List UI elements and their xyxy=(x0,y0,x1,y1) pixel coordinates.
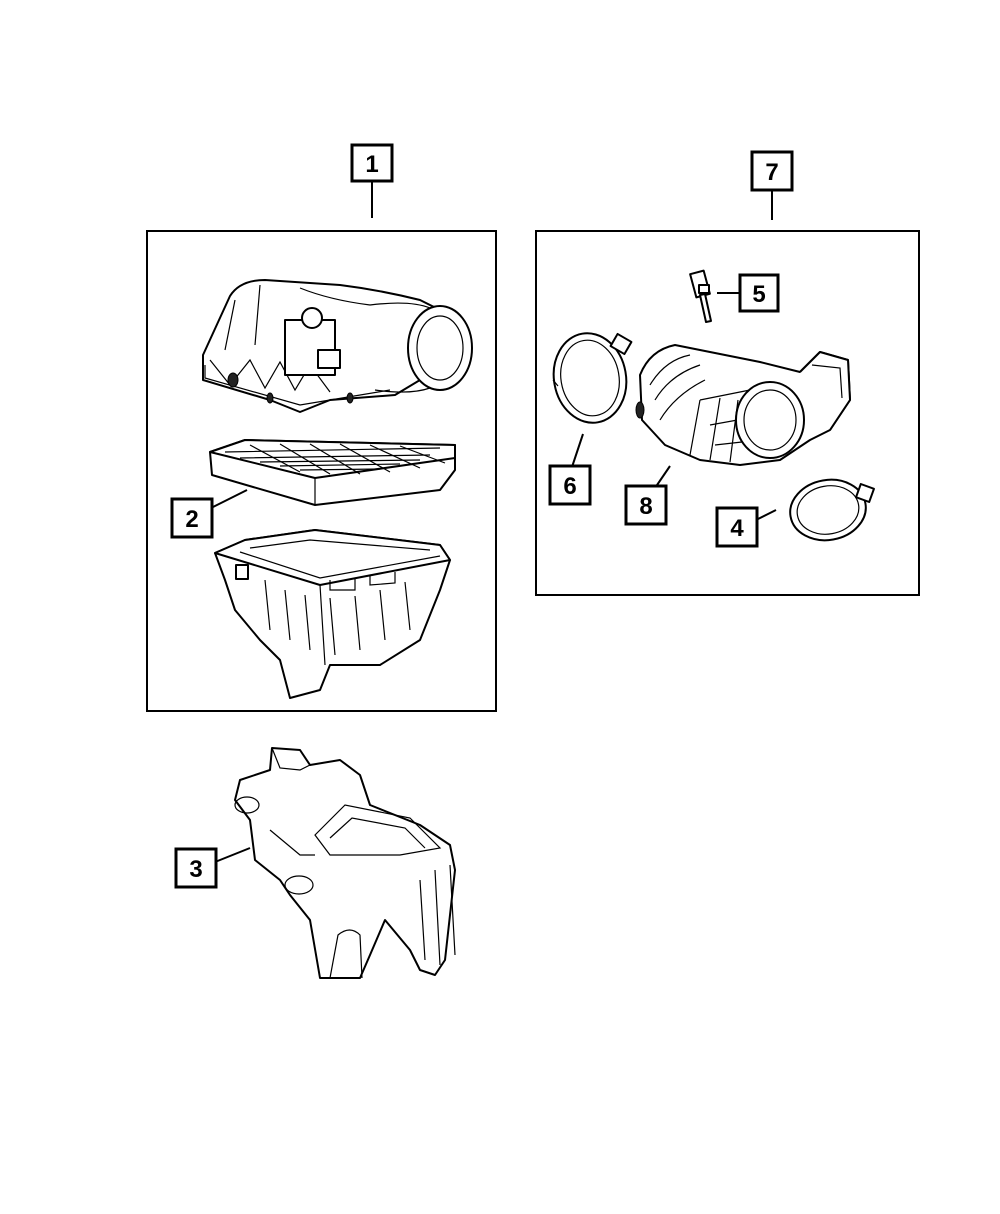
assembly-7-frame xyxy=(535,230,920,596)
callout-4: 4 xyxy=(715,506,759,548)
leader-line-6 xyxy=(571,433,584,468)
callout-8-label: 8 xyxy=(639,493,652,520)
leader-line-8 xyxy=(654,465,671,489)
air-box-bracket xyxy=(234,747,456,979)
callout-1-label: 1 xyxy=(365,151,378,178)
hose-clamp-6 xyxy=(552,332,633,424)
callout-2: 2 xyxy=(170,497,214,539)
assembly-1-frame xyxy=(146,230,497,712)
callout-7: 7 xyxy=(750,150,794,192)
callout-1: 1 xyxy=(350,143,394,183)
callout-6-label: 6 xyxy=(563,473,576,500)
air-temp-sensor xyxy=(689,269,712,323)
callout-2-label: 2 xyxy=(185,506,198,533)
air-inlet-hose xyxy=(635,344,851,466)
callout-7-label: 7 xyxy=(765,159,778,186)
hose-clamp-4 xyxy=(789,478,875,542)
callout-8: 8 xyxy=(624,484,668,526)
callout-4-label: 4 xyxy=(730,515,744,542)
air-cleaner-housing xyxy=(214,529,451,699)
callout-5-label: 5 xyxy=(752,281,765,308)
leader-line-4 xyxy=(755,509,777,521)
callout-3: 3 xyxy=(174,847,218,889)
leader-line-3 xyxy=(214,847,251,863)
callout-3-label: 3 xyxy=(189,856,202,883)
callout-5: 5 xyxy=(738,273,780,313)
leader-line-2 xyxy=(210,489,248,509)
air-filter-element xyxy=(209,439,456,506)
air-cleaner-cover xyxy=(202,279,473,413)
callout-6: 6 xyxy=(548,464,592,506)
